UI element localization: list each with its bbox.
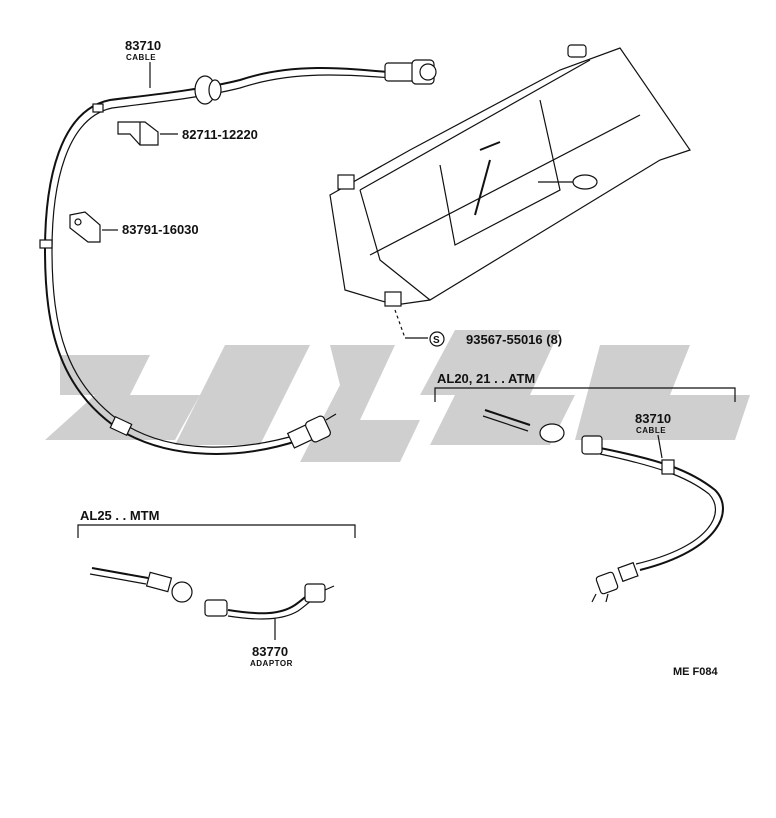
atm-group-label: AL20, 21 . . ATM xyxy=(437,371,535,386)
speedometer-cable-main xyxy=(39,59,437,455)
cable-atm-number: 83710 xyxy=(635,411,671,426)
watermark-logo xyxy=(45,330,750,462)
instrument-cluster xyxy=(329,44,691,339)
cable-main-number: 83710 xyxy=(125,38,161,53)
screw-symbol: S xyxy=(433,335,440,346)
clamp-number: 82711-12220 xyxy=(182,127,258,142)
mtm-group xyxy=(77,524,356,640)
cable-main-name: CABLE xyxy=(126,53,156,62)
atm-group xyxy=(434,387,736,603)
adaptor-name: ADAPTOR xyxy=(250,659,293,668)
cable-atm-name: CABLE xyxy=(636,426,666,435)
clamp-part xyxy=(117,121,178,146)
screw-number: 93567-55016 (8) xyxy=(466,332,562,347)
adaptor-number: 83770 xyxy=(252,644,288,659)
mtm-group-label: AL25 . . MTM xyxy=(80,508,159,523)
diagram-code: ME F084 xyxy=(673,666,719,678)
screw-symbol-circle xyxy=(429,331,445,347)
bracket-part xyxy=(69,211,118,243)
bracket-number: 83791-16030 xyxy=(122,222,199,237)
